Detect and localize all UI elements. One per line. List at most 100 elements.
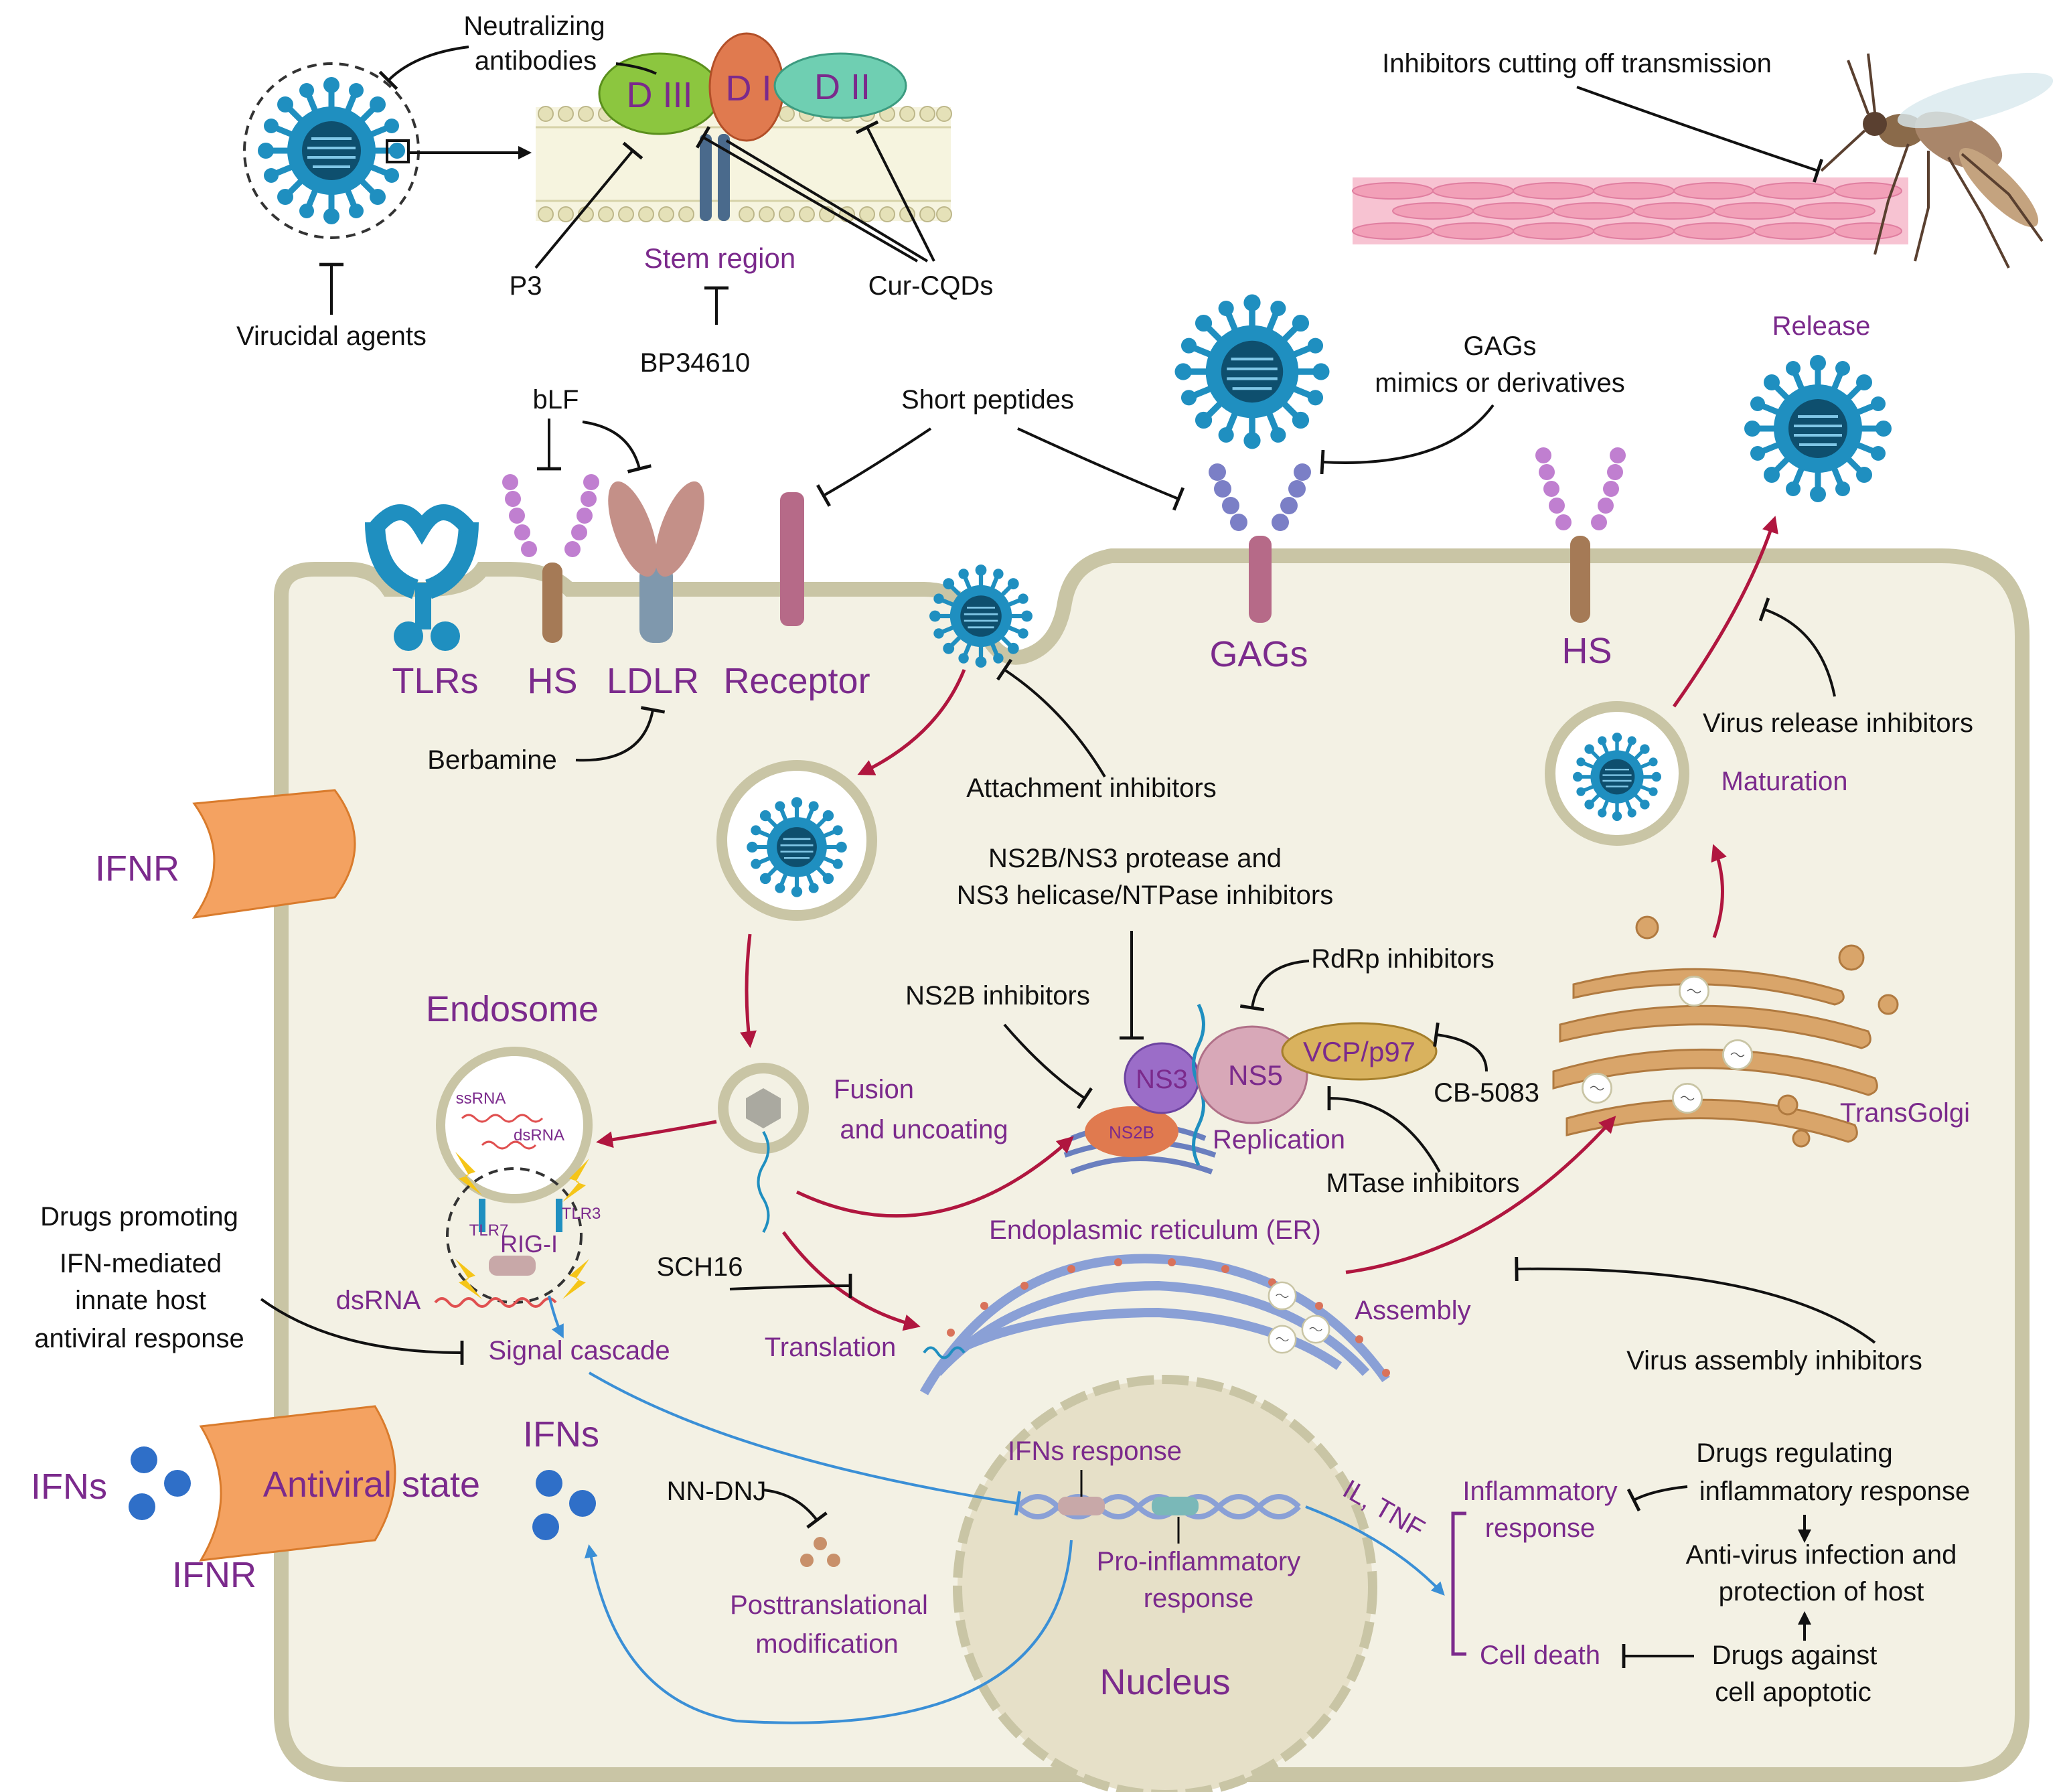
golgi (1552, 915, 1899, 1148)
assembly-label: Assembly (1355, 1296, 1470, 1325)
drugs-regulating-2-label: inflammatory response (1699, 1477, 1971, 1506)
virion-top-left (243, 62, 532, 239)
anti-virus-2-label: protection of host (1719, 1577, 1924, 1607)
maturing-virion (1545, 701, 1689, 846)
ns2b-ns3-2-label: NS3 helicase/NTPase inhibitors (957, 881, 1333, 910)
hs2-label: HS (1561, 631, 1612, 671)
translation-label: Translation (765, 1333, 896, 1362)
p3-label: P3 (510, 271, 542, 301)
virucidal-label: Virucidal agents (236, 321, 427, 351)
inflammatory-1-label: Inflammatory (1462, 1477, 1617, 1506)
tlrs-receptor (365, 504, 479, 651)
gags-mimics-2-label: mimics or derivatives (1375, 368, 1624, 398)
drugs-against-1-label: Drugs against (1712, 1641, 1878, 1670)
nucleus-label: Nucleus (1099, 1662, 1230, 1702)
dsrna-label: dsRNA (336, 1286, 421, 1315)
stem-region-label: Stem region (644, 242, 795, 274)
anti-virus-1-label: Anti-virus infection and (1686, 1540, 1957, 1570)
tlr3-label: TLR3 (562, 1205, 601, 1223)
er-label: Endoplasmic reticulum (ER) (989, 1215, 1321, 1245)
transgolgi-label: TransGolgi (1840, 1098, 1970, 1128)
ns5-label: NS5 (1228, 1059, 1283, 1091)
and-uncoating-label: and uncoating (840, 1115, 1008, 1144)
drugs-promoting-4-label: antiviral response (34, 1324, 244, 1353)
cell-death-label: Cell death (1480, 1641, 1600, 1670)
signal-cascade-label: Signal cascade (488, 1336, 670, 1365)
ldlr-receptor (608, 481, 704, 643)
ifns-mid-label: IFNs (523, 1414, 599, 1454)
ifnr-top (192, 789, 356, 919)
endosome-label: Endosome (426, 989, 599, 1029)
domain-d3-label: D III (626, 75, 692, 115)
bp34610-label: BP34610 (640, 348, 751, 378)
tlr7-label: TLR7 (469, 1221, 509, 1240)
ifnr-top-label: IFNR (95, 848, 179, 889)
ldlr-label: LDLR (607, 661, 699, 701)
berbamine-label: Berbamine (427, 745, 556, 775)
neutralizing-label: Neutralizing (463, 11, 605, 41)
blf-label: bLF (533, 385, 579, 415)
ifns-response-label: IFNs response (1008, 1436, 1182, 1466)
receptor-label: Receptor (723, 661, 870, 701)
fusion-vesicle (718, 1063, 809, 1234)
gags-mimics-1-label: GAGs (1464, 331, 1537, 361)
hs-receptor (502, 474, 599, 643)
virus-release-inhibitors-label: Virus release inhibitors (1703, 708, 1973, 738)
drugs-regulating-1-label: Drugs regulating (1696, 1438, 1893, 1468)
mtase-label: MTase inhibitors (1326, 1169, 1519, 1198)
drugs-promoting-2-label: IFN-mediated (60, 1249, 222, 1278)
posttranslational-1-label: Posttranslational (730, 1590, 928, 1620)
maturation-label: Maturation (1722, 767, 1848, 796)
attachment-inhibitors-label: Attachment inhibitors (966, 773, 1217, 803)
ifns-mid-dots (532, 1470, 596, 1540)
ns3-label: NS3 (1136, 1065, 1188, 1094)
vcp-label: VCP/p97 (1303, 1036, 1416, 1067)
virus-assembly-inhibitors-label: Virus assembly inhibitors (1626, 1346, 1922, 1375)
ns5-protein (1196, 1025, 1308, 1124)
domain-d1-label: D I (725, 68, 771, 108)
ns2b-protein (1085, 1106, 1178, 1157)
antiviral-state-label: Antiviral state (263, 1465, 480, 1505)
ssrna-label: ssRNA (456, 1090, 506, 1108)
release-label: Release (1772, 311, 1871, 341)
ns2b-label: NS2B (1109, 1122, 1154, 1142)
antibodies-label: antibodies (475, 46, 597, 76)
sch16-label: SCH16 (657, 1252, 743, 1282)
tlrs-label: TLRs (392, 661, 478, 701)
drugs-against-2-label: cell apoptotic (1715, 1677, 1871, 1707)
envelope-domains (598, 32, 907, 142)
hs-receptor-2 (1535, 447, 1626, 623)
vcp-p97 (1281, 1022, 1438, 1081)
hs-label: HS (527, 661, 577, 701)
posttranslational-dots (800, 1537, 840, 1567)
endosome (436, 1047, 593, 1304)
gags-receptor (1209, 463, 1311, 623)
rigi-label: RIG-I (500, 1230, 558, 1258)
cur-cqds-label: Cur-CQDs (868, 271, 994, 301)
receptor (780, 492, 804, 626)
inflammatory-2-label: response (1485, 1513, 1596, 1543)
skin-muscle-tissue (1352, 177, 1908, 244)
gags-label: GAGs (1209, 634, 1308, 674)
nn-dnj-label: NN-DNJ (667, 1477, 767, 1506)
drugs-promoting-1-label: Drugs promoting (40, 1202, 238, 1231)
nucleus (953, 1375, 1377, 1792)
mosquito-icon (1820, 53, 2054, 269)
ns2b-ns3-1-label: NS2B/NS3 protease and (988, 844, 1282, 873)
ifnr-bottom (199, 1405, 396, 1562)
dsrna-small-label: dsRNA (514, 1126, 564, 1144)
ifns-left-dots (129, 1446, 191, 1520)
domain-d2-label: D II (814, 67, 870, 107)
ifns-left-label: IFNs (31, 1467, 107, 1507)
ns2b-inhibitors-label: NS2B inhibitors (905, 981, 1090, 1011)
fusion-label: Fusion (834, 1075, 914, 1104)
rdrp-inhibitors-label: RdRp inhibitors (1311, 944, 1494, 974)
replication-label: Replication (1213, 1125, 1345, 1154)
ifnr-bottom-label: IFNR (172, 1555, 256, 1595)
posttranslational-2-label: modification (755, 1629, 898, 1659)
cb5083-label: CB-5083 (1434, 1078, 1539, 1108)
pro-inflammatory-2-label: response (1144, 1584, 1254, 1613)
inhibitors-transmission-label: Inhibitors cutting off transmission (1382, 49, 1772, 78)
drugs-promoting-3-label: innate host (75, 1286, 206, 1315)
